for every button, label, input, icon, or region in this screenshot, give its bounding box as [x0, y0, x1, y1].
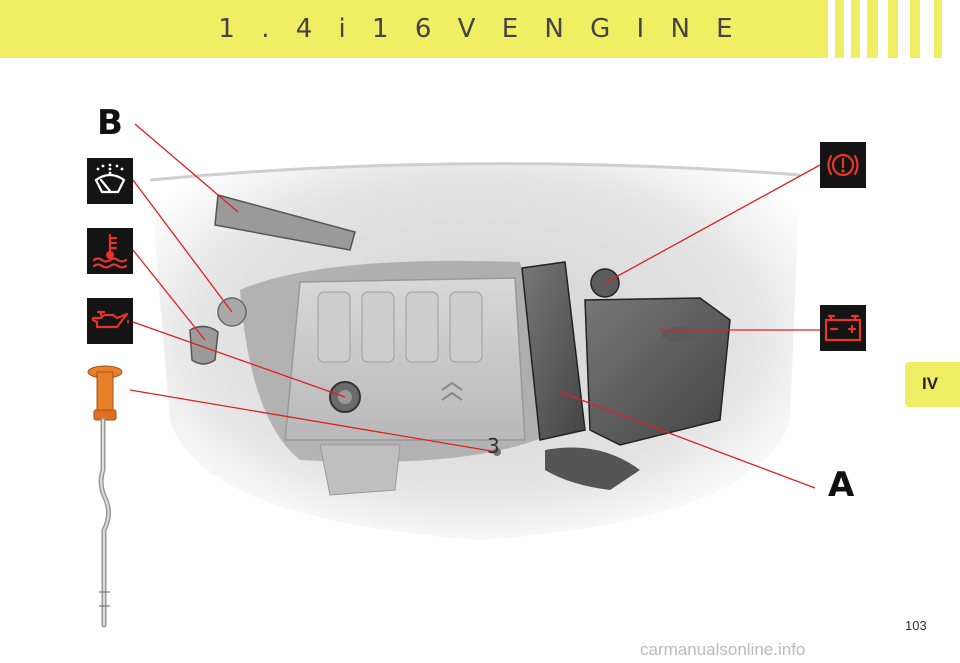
windscreen-wash-icon — [87, 158, 133, 204]
page-header: 1 . 4 i 1 6 V E N G I N E — [0, 0, 960, 58]
label-a: A — [828, 465, 855, 505]
header-stripes — [820, 0, 960, 58]
chapter-label: IV — [921, 374, 939, 393]
brake-warning-icon — [820, 142, 866, 188]
engine-oil-icon — [87, 298, 133, 344]
watermark-text: carmanualsonline.info — [640, 640, 806, 659]
coolant-reservoir — [189, 325, 219, 365]
scuttle-panel — [214, 194, 356, 251]
coolant-temperature-icon — [87, 228, 133, 274]
page-number: 103 — [905, 618, 927, 633]
chapter-tab[interactable]: IV — [905, 362, 960, 407]
battery-box — [584, 297, 731, 446]
label-3: 3 — [487, 434, 500, 458]
battery-icon — [820, 305, 866, 351]
page-title: 1 . 4 i 1 6 V E N G I N E — [218, 14, 742, 44]
dipstick — [87, 365, 123, 628]
label-b: B — [97, 103, 123, 143]
leader-lines — [129, 123, 822, 489]
